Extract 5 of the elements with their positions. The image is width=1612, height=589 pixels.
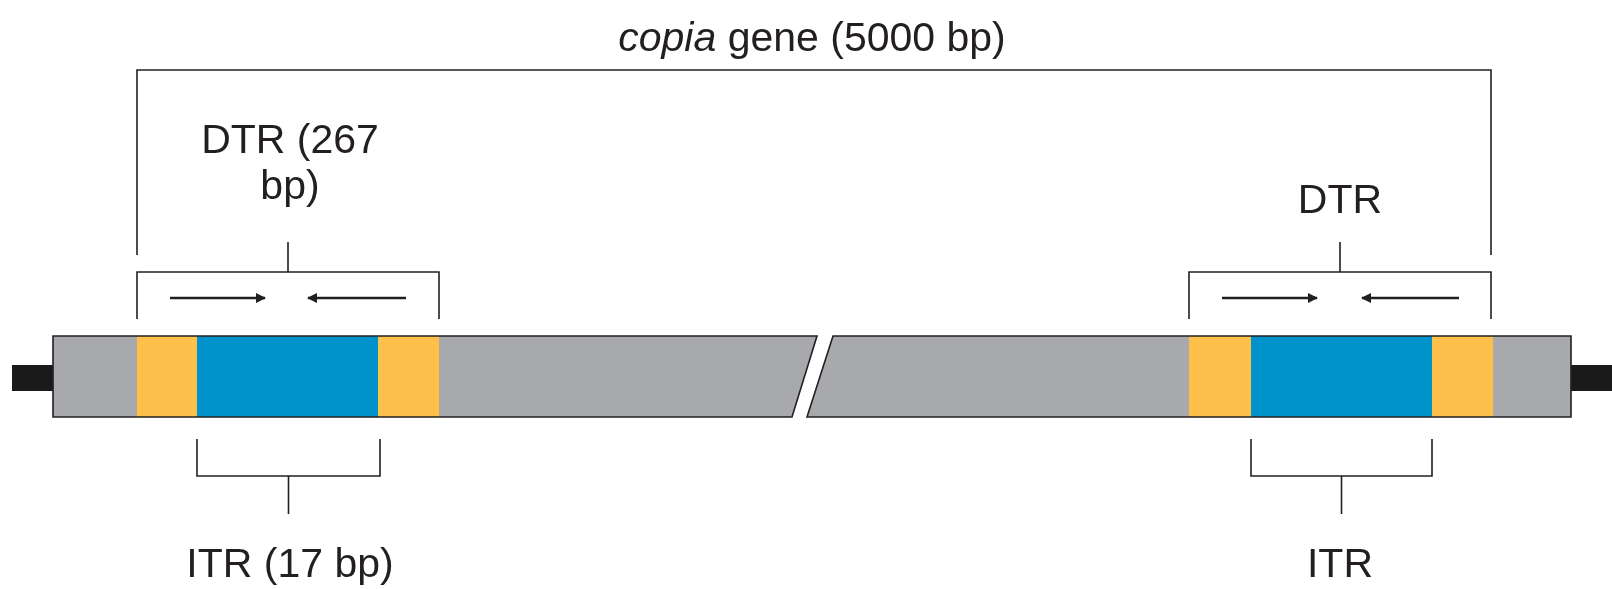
- label-text: DTR: [1296, 176, 1384, 222]
- label-text: copia gene (5000 bp): [617, 14, 1007, 60]
- label-text: DTR (267 bp): [200, 116, 380, 208]
- label-text: ITR (17 bp): [185, 540, 395, 586]
- label-text: ITR: [1305, 540, 1374, 586]
